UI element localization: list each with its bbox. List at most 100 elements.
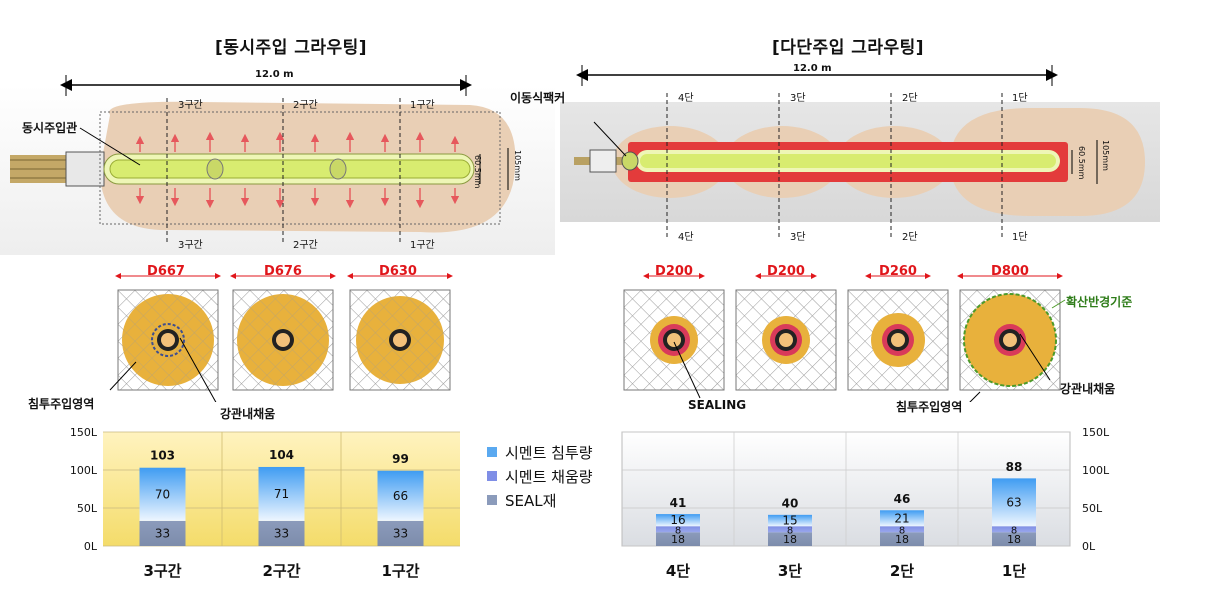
sealing-label: SEALING [688, 398, 747, 412]
legend-swatch [487, 471, 497, 481]
bar-seal [880, 532, 924, 546]
data-label-penetration: 15 [782, 514, 797, 528]
right-length-label: 12.0 m [793, 63, 832, 74]
data-label-fill: 8 [675, 525, 681, 536]
bar-penetration [139, 467, 186, 521]
right-stage-top-1: 1단 [1012, 93, 1028, 104]
data-label-fill: 8 [1011, 525, 1017, 536]
right-stage-top-2: 2단 [902, 93, 918, 104]
bar-penetration [377, 470, 424, 521]
cross-section-2 [230, 273, 336, 391]
stage-section-4 [623, 273, 725, 391]
left-diameter-2: D676 [264, 264, 302, 279]
right-stage-top-3: 3단 [790, 93, 806, 104]
y-tick-label: 0L [1082, 540, 1096, 553]
y-tick-label: 0L [84, 540, 98, 553]
data-label-seal: 18 [895, 533, 909, 546]
bar-fill [656, 526, 700, 533]
right-chart: 0L50L100L150L18816414단18815403단18821462단… [621, 426, 1110, 580]
legend: 시멘트 침투량 시멘트 채움량 SEAL재 [487, 440, 593, 512]
right-stage-bottom-1: 1단 [1012, 232, 1028, 243]
right-dim-b: 105mm [1101, 140, 1110, 171]
bar-penetration [258, 466, 305, 521]
stage-section-3 [735, 273, 837, 391]
left-section-top-1: 1구간 [410, 100, 435, 111]
legend-item-fill: 시멘트 채움량 [487, 464, 593, 488]
right-dim-a: 60.5mm [1077, 146, 1086, 180]
left-dim-b: 105mm [513, 150, 522, 181]
bar-fill [880, 526, 924, 533]
data-label-penetration: 70 [155, 487, 170, 501]
data-label-total: 46 [894, 492, 911, 506]
left-section-top-3: 3구간 [178, 100, 203, 111]
left-section-top-2: 2구간 [293, 100, 318, 111]
y-tick-label: 100L [70, 464, 98, 477]
left-length-label: 12.0 m [255, 69, 294, 80]
bar-fill [992, 526, 1036, 533]
right-diameter-2: D260 [879, 264, 917, 279]
left-diameter-1: D630 [379, 264, 417, 279]
data-label-penetration: 71 [274, 487, 289, 501]
cross-section-1 [347, 273, 453, 391]
category-label: 2구간 [262, 562, 300, 580]
category-label: 3구간 [143, 562, 181, 580]
legend-label: 시멘트 채움량 [505, 467, 593, 486]
left-title: [동시주입 그라우팅] [215, 38, 368, 58]
legend-label: SEAL재 [505, 491, 557, 510]
right-diameter-1: D800 [991, 264, 1029, 279]
category-label: 4단 [666, 562, 690, 580]
left-section-bottom-1: 1구간 [410, 240, 435, 251]
bar-penetration [992, 478, 1036, 527]
stage-section-1 [957, 273, 1063, 391]
y-tick-label: 150L [1082, 426, 1110, 439]
category-label: 1단 [1002, 562, 1026, 580]
left-fill-label: 강관내채움 [220, 407, 276, 421]
bar-penetration [656, 514, 700, 527]
data-label-seal: 18 [1007, 533, 1021, 546]
bar-penetration [768, 514, 812, 527]
left-section-bottom-3: 3구간 [178, 240, 203, 251]
legend-item-penetration: 시멘트 침투량 [487, 440, 593, 464]
left-diameter-3: D667 [147, 264, 185, 279]
right-stage-bottom-3: 3단 [790, 232, 806, 243]
right-diameter-3: D200 [767, 264, 805, 279]
data-label-penetration: 21 [894, 511, 909, 525]
category-label: 1구간 [381, 562, 419, 580]
bar-seal [139, 520, 186, 546]
data-label-total: 40 [782, 497, 799, 511]
category-label: 2단 [890, 562, 914, 580]
std-label: 확산반경기준 [1066, 295, 1133, 309]
multistage-injection-diagram [560, 65, 1160, 240]
right-diameter-4: D200 [655, 264, 693, 279]
right-fill-label: 강관내채움 [1060, 382, 1116, 396]
bar-penetration [880, 510, 924, 527]
data-label-seal: 18 [671, 533, 685, 546]
legend-swatch [487, 447, 497, 457]
right-stage-top-4: 4단 [678, 93, 694, 104]
right-stage-bottom-4: 4단 [678, 232, 694, 243]
bar-fill [768, 526, 812, 533]
data-label-total: 104 [269, 448, 294, 462]
y-tick-label: 50L [1082, 502, 1103, 515]
data-label-fill: 8 [899, 525, 905, 536]
legend-label: 시멘트 침투량 [505, 443, 593, 462]
left-section-bottom-2: 2구간 [293, 240, 318, 251]
y-tick-label: 150L [70, 426, 98, 439]
data-label-total: 99 [392, 452, 409, 466]
data-label-total: 88 [1006, 460, 1023, 474]
category-label: 3단 [778, 562, 802, 580]
left-pipe-label: 동시주입관 [22, 121, 78, 135]
packer-label: 이동식팩커 [510, 91, 566, 105]
bar-seal [992, 532, 1036, 546]
stage-section-2 [847, 273, 949, 391]
right-stage-bottom-2: 2단 [902, 232, 918, 243]
bar-seal [258, 520, 305, 546]
data-label-seal: 18 [783, 533, 797, 546]
y-tick-label: 50L [77, 502, 98, 515]
legend-item-seal: SEAL재 [487, 488, 593, 512]
data-label-penetration: 66 [393, 489, 408, 503]
y-tick-label: 100L [1082, 464, 1110, 477]
right-zone-label: 침투주입영역 [896, 400, 963, 414]
data-label-fill: 8 [787, 525, 793, 536]
right-cross-sections [623, 273, 1066, 402]
